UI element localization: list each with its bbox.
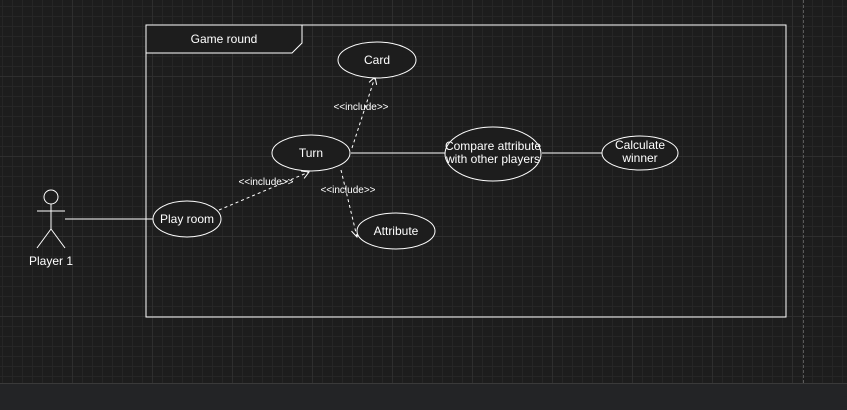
use-case-compare-attribute[interactable]: Compare attribute with other players	[444, 126, 542, 182]
bottom-status-bar	[0, 383, 847, 410]
include-label-attribute: <<include>>	[320, 185, 375, 196]
use-case-play-room-label: Play room	[160, 212, 214, 226]
use-case-attribute-label: Attribute	[374, 224, 419, 238]
frame-title-tab[interactable]	[145, 24, 303, 54]
diagram-canvas[interactable]	[0, 0, 847, 383]
use-case-compare-label-line1: Compare attribute	[445, 139, 541, 153]
include-arrow-playroom-turn[interactable]	[218, 170, 310, 211]
system-frame[interactable]	[145, 24, 787, 318]
include-label-turn: <<include>>	[238, 177, 293, 188]
use-case-turn-label: Turn	[299, 146, 323, 160]
include-arrow-turn-attribute[interactable]	[340, 169, 360, 238]
frame-title: Game round	[191, 32, 258, 46]
page-boundary	[803, 0, 804, 383]
use-case-calculate-label-line2: winner	[621, 151, 657, 165]
use-case-card[interactable]: Card	[337, 41, 417, 79]
use-case-calculate-label-line1: Calculate	[615, 138, 665, 152]
actor-label: Player 1	[29, 254, 73, 268]
use-case-diagram: Game round Player 1 <<include>> <<includ…	[29, 24, 787, 318]
include-label-card: <<include>>	[333, 102, 388, 113]
use-case-compare-label-line2: with other players	[445, 152, 540, 166]
use-case-play-room[interactable]: Play room	[152, 200, 222, 238]
use-case-calculate-winner[interactable]: Calculate winner	[601, 135, 679, 171]
use-case-turn[interactable]: Turn	[271, 134, 351, 172]
include-arrow-turn-card[interactable]	[351, 76, 378, 149]
use-case-attribute[interactable]: Attribute	[356, 212, 436, 250]
actor-player-1[interactable]	[36, 189, 66, 249]
use-case-card-label: Card	[364, 53, 390, 67]
